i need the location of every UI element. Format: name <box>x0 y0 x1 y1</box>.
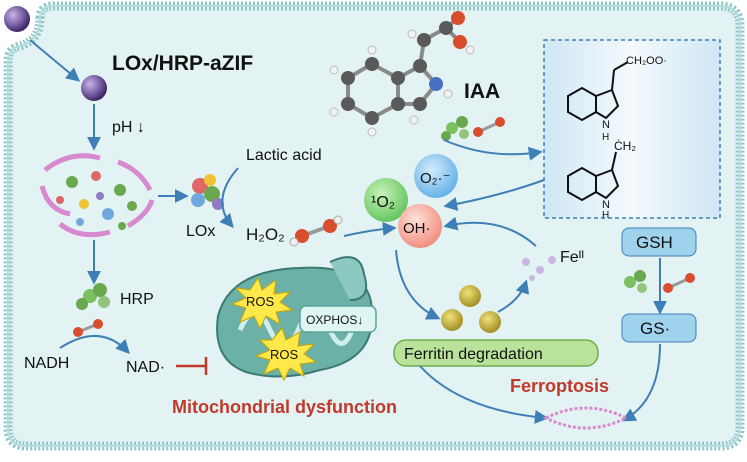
nad-label: NAD· <box>126 359 165 376</box>
iaa-radicals-panel: CH₂OO· N H ĊH₂ N H <box>543 39 721 221</box>
fe-label: Feᴵᴵ <box>560 249 584 266</box>
radical-1-label: CH₂OO· <box>626 55 667 67</box>
hydroxyl-label: OH· <box>403 220 431 237</box>
lox-label: LOx <box>186 223 215 240</box>
hydroxyl-bubble: OH· <box>398 204 442 248</box>
singlet-oxygen-bubble: ¹O₂ <box>364 178 408 222</box>
gs-radical-badge: GS· <box>621 313 697 343</box>
ruptured-membrane-icon <box>542 406 630 430</box>
mito-dysfunction-label: Mitochondrial dysfunction <box>172 397 397 417</box>
indole-n-1: N <box>602 119 610 131</box>
ros-burst-1: ROS <box>230 276 294 330</box>
ros-to-ferritin-arrow <box>395 249 441 320</box>
gsh-label: GSH <box>636 233 673 252</box>
nadh-label: NADH <box>24 355 69 372</box>
lactic-acid-arrow <box>219 167 239 229</box>
gs-to-ferroptosis-arrow <box>621 343 661 422</box>
h2o2-label: H₂O₂ <box>246 225 285 244</box>
iaa-molecule-icon <box>329 11 475 137</box>
title: LOx/HRP-aZIF <box>112 52 253 75</box>
ros-label-2: ROS <box>270 347 299 362</box>
ferritin-label: Ferritin degradation <box>404 346 543 363</box>
radical-2-label: ĊH₂ <box>614 139 636 153</box>
iaa-label: IAA <box>464 80 500 103</box>
hrp-enzyme-icon-3 <box>624 270 647 293</box>
entry-arrow <box>29 39 81 82</box>
h2o2-small-icon-3 <box>663 273 695 293</box>
nadh-arrow <box>59 335 130 355</box>
superoxide-bubble: O₂·⁻ <box>414 154 458 198</box>
indole-n-2: N <box>602 199 610 211</box>
hrp-enzyme-icon <box>76 283 110 310</box>
ferritin-to-fe-arrow <box>497 279 530 313</box>
lactic-acid-label: Lactic acid <box>246 147 322 164</box>
radicals-to-ros-arrow <box>443 179 545 211</box>
inhibition-mark <box>176 357 208 375</box>
ferritin-to-ferroptosis-arrow <box>419 365 549 424</box>
ros-burst-2: ROS <box>254 326 318 382</box>
degraded-zif-cluster <box>39 153 155 238</box>
ferroptosis-label: Ferroptosis <box>510 376 609 396</box>
oxphos-label: OXPHOS↓ <box>306 313 363 327</box>
superoxide-label: O₂·⁻ <box>420 170 450 187</box>
hrp-enzyme-icon-2 <box>441 116 469 141</box>
ferritin-clusters-icon <box>441 285 501 333</box>
hrp-label: HRP <box>120 291 154 308</box>
ph-label: pH ↓ <box>112 119 145 136</box>
gs-radical-label: GS· <box>640 319 670 338</box>
indole-h-2: H <box>602 210 609 221</box>
iaa-to-radicals-arrow <box>443 139 543 161</box>
lox-enzyme-icon <box>191 174 224 210</box>
gsh-badge: GSH <box>621 227 697 257</box>
singlet-o2-label: ¹O₂ <box>371 194 395 211</box>
fe-to-oh-arrow <box>443 216 537 247</box>
oxphos-badge: OXPHOS↓ <box>299 305 377 333</box>
nanoparticle-inside <box>81 75 107 101</box>
fe-ions-icon <box>522 256 556 281</box>
h2o2-molecule-icon <box>289 215 343 247</box>
indole-h-1: H <box>602 132 609 143</box>
ros-label-1: ROS <box>246 294 275 309</box>
nanoparticle-outside <box>4 6 30 32</box>
h2o2-small-icon <box>73 319 103 337</box>
h2o2-to-ros-arrow <box>343 221 397 237</box>
h2o2-small-icon-2 <box>473 117 505 137</box>
ferritin-badge: Ferritin degradation <box>393 339 599 367</box>
